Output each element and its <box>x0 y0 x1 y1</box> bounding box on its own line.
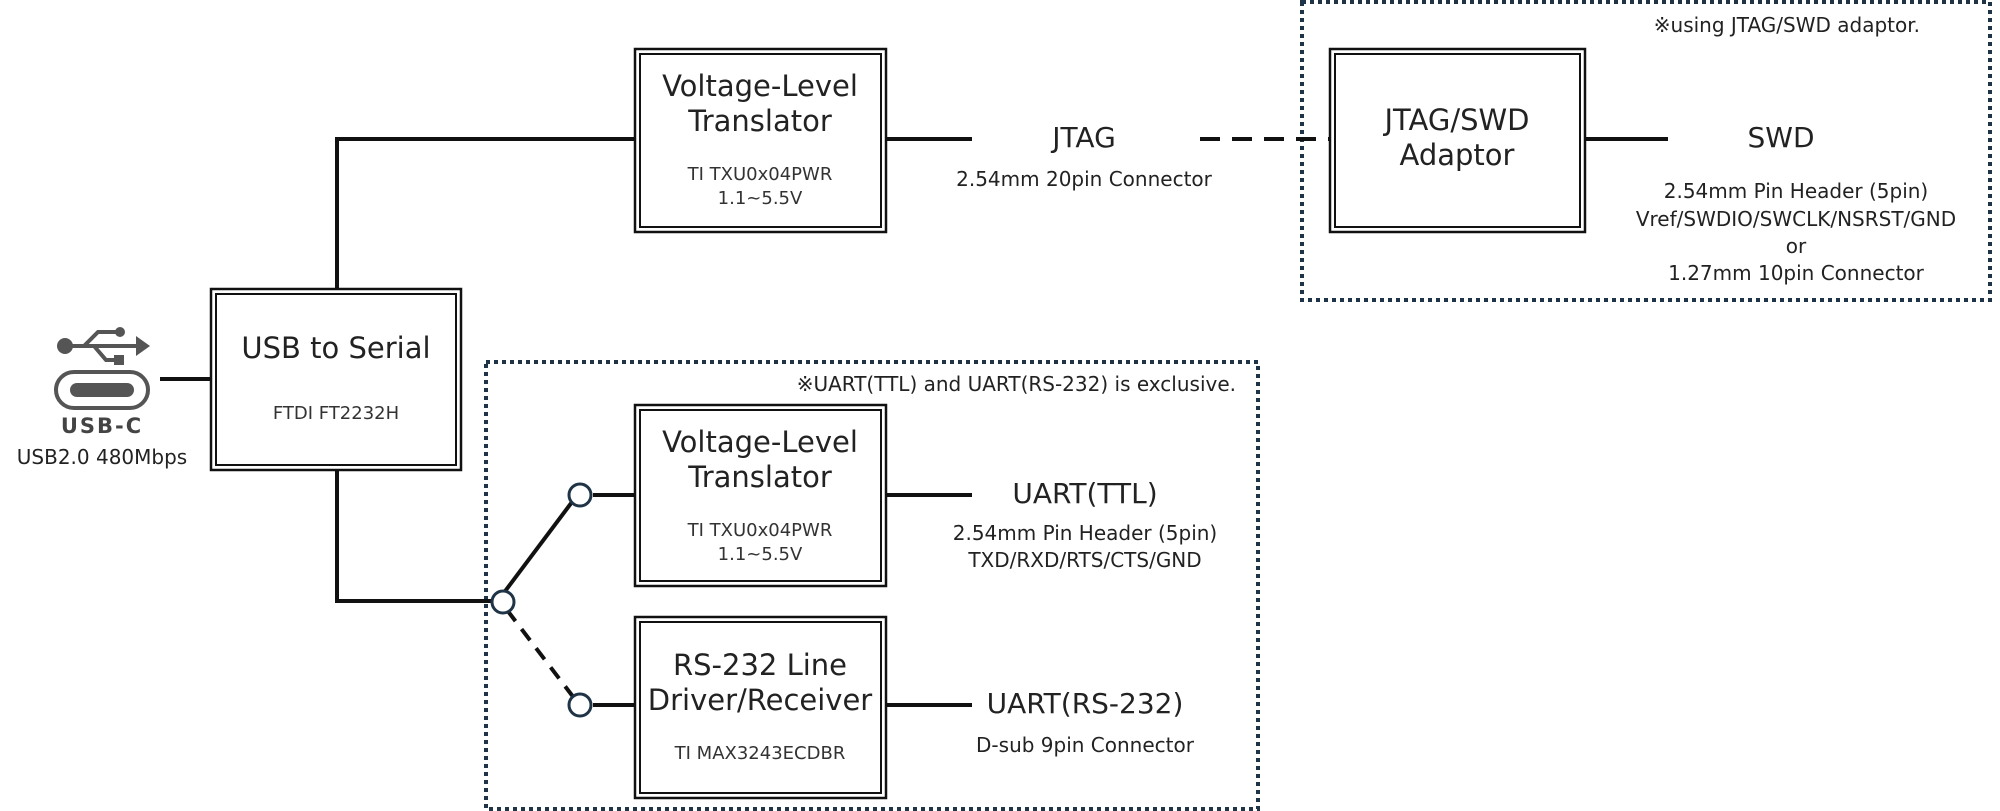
swd-line-2: Vref/SWDIO/SWCLK/NSRST/GND <box>1636 207 1956 231</box>
usb-to-serial-part: FTDI FT2232H <box>273 403 399 424</box>
uart-ttl-label: UART(TTL) <box>1012 477 1157 510</box>
usb-to-serial-block <box>209 287 463 472</box>
serial-to-switch-line <box>335 470 492 603</box>
swd-line-4: 1.27mm 10pin Connector <box>1668 261 1925 285</box>
uart-group-note: ※UART(TTL) and UART(RS-232) is exclusive… <box>797 372 1236 396</box>
switch-common-node <box>490 589 516 615</box>
switch-ttl-node <box>567 482 593 508</box>
uart-ttl-line-2: TXD/RXD/RTS/CTS/GND <box>967 548 1201 572</box>
usb-to-serial-title: USB to Serial <box>241 331 430 365</box>
jtag-translator-range: 1.1~5.5V <box>718 188 803 209</box>
switch-rs232-node <box>567 692 593 718</box>
connection-lines <box>160 137 1668 707</box>
swd-label: SWD <box>1747 121 1814 154</box>
switch-rs232-dashed-line <box>505 608 576 700</box>
rs232-driver-title-2: Driver/Receiver <box>648 683 873 717</box>
uart-translator-title-2: Translator <box>687 460 832 494</box>
jtag-translator-title-2: Translator <box>687 104 832 138</box>
adaptor-note: ※using JTAG/SWD adaptor. <box>1654 13 1920 37</box>
rs232-driver-title-1: RS-232 Line <box>673 648 847 682</box>
jtag-translator-block <box>633 47 888 234</box>
jtag-label: JTAG <box>1050 121 1116 154</box>
swd-line-1: 2.54mm Pin Header (5pin) <box>1664 179 1929 203</box>
uart-translator-title-1: Voltage-Level <box>662 425 858 459</box>
usb-spec: USB2.0 480Mbps <box>17 445 187 469</box>
rs232-driver-part: TI MAX3243ECDBR <box>674 743 846 764</box>
adaptor-title-1: JTAG/SWD <box>1383 103 1530 137</box>
uart-rs232-connector: D-sub 9pin Connector <box>976 733 1195 757</box>
uart-translator-block <box>633 403 888 588</box>
uart-ttl-line-1: 2.54mm Pin Header (5pin) <box>953 521 1218 545</box>
usb-c-port-icon <box>54 370 150 410</box>
jtag-connector: 2.54mm 20pin Connector <box>956 167 1213 191</box>
switch-ttl-line <box>501 500 574 596</box>
uart-group-outline <box>484 360 1260 811</box>
jtag-translator-title-1: Voltage-Level <box>662 69 858 103</box>
serial-to-jtag-translator-line <box>335 137 637 289</box>
usb-port-name: USB-C <box>61 414 143 438</box>
adaptor-group-outline <box>1300 0 1992 302</box>
jtag-translator-part: TI TXU0x04PWR <box>687 164 833 185</box>
swd-line-3: or <box>1786 234 1807 258</box>
uart-rs232-label: UART(RS-232) <box>987 687 1184 720</box>
uart-translator-part: TI TXU0x04PWR <box>687 520 833 541</box>
rs232-driver-block <box>633 615 888 800</box>
uart-translator-range: 1.1~5.5V <box>718 544 803 565</box>
jtag-swd-adaptor-block <box>1328 47 1587 234</box>
usb-icon <box>57 327 150 365</box>
adaptor-title-2: Adaptor <box>1400 138 1515 172</box>
